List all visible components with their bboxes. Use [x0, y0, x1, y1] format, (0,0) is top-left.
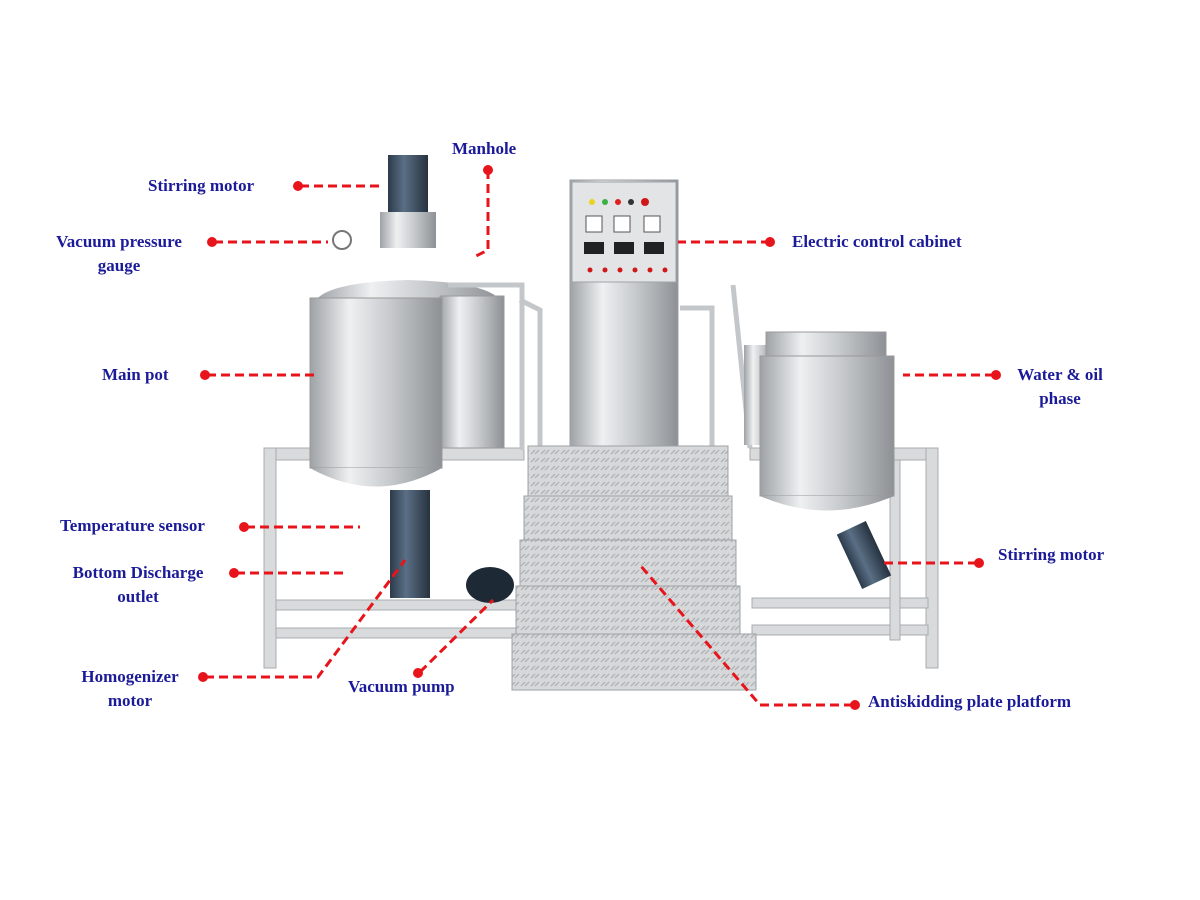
antiskid-stairs — [511, 445, 757, 691]
label-line-1: Bottom Discharge — [72, 563, 204, 582]
label-stirring-motor-right: Stirring motor — [998, 545, 1105, 564]
label-electric-control-cabinet: Electric control cabinet — [792, 232, 962, 251]
label-line-1: Homogenizer — [81, 667, 179, 686]
label-water-oil-phase: Water & oil phase — [1005, 363, 1115, 411]
label-temperature-sensor: Temperature sensor — [60, 516, 205, 535]
label-manhole: Manhole — [452, 139, 517, 158]
label-line-2: outlet — [117, 587, 159, 606]
label-line-1: Water & oil — [1017, 365, 1103, 384]
leader-dots — [198, 165, 1001, 710]
label-antiskidding-plate-platform: Antiskidding plate platform — [868, 692, 1072, 711]
label-line-2: motor — [107, 691, 153, 710]
label-line-2: phase — [1039, 389, 1081, 408]
label-bottom-discharge-outlet: Bottom Discharge outlet — [55, 561, 221, 609]
label-main-pot: Main pot — [102, 365, 169, 384]
leader-lines — [205, 170, 994, 707]
main-pot — [309, 155, 514, 603]
water-oil-phase-tank — [744, 331, 895, 589]
electric-control-cabinet — [569, 179, 679, 449]
label-homogenizer-motor: Homogenizer motor — [65, 665, 195, 713]
label-line-1: Vacuum pressure — [56, 232, 182, 251]
label-vacuum-pressure-gauge: Vacuum pressure gauge — [40, 230, 198, 278]
label-line-2: gauge — [97, 256, 141, 275]
label-vacuum-pump: Vacuum pump — [348, 677, 455, 696]
label-stirring-motor-top: Stirring motor — [148, 176, 255, 195]
